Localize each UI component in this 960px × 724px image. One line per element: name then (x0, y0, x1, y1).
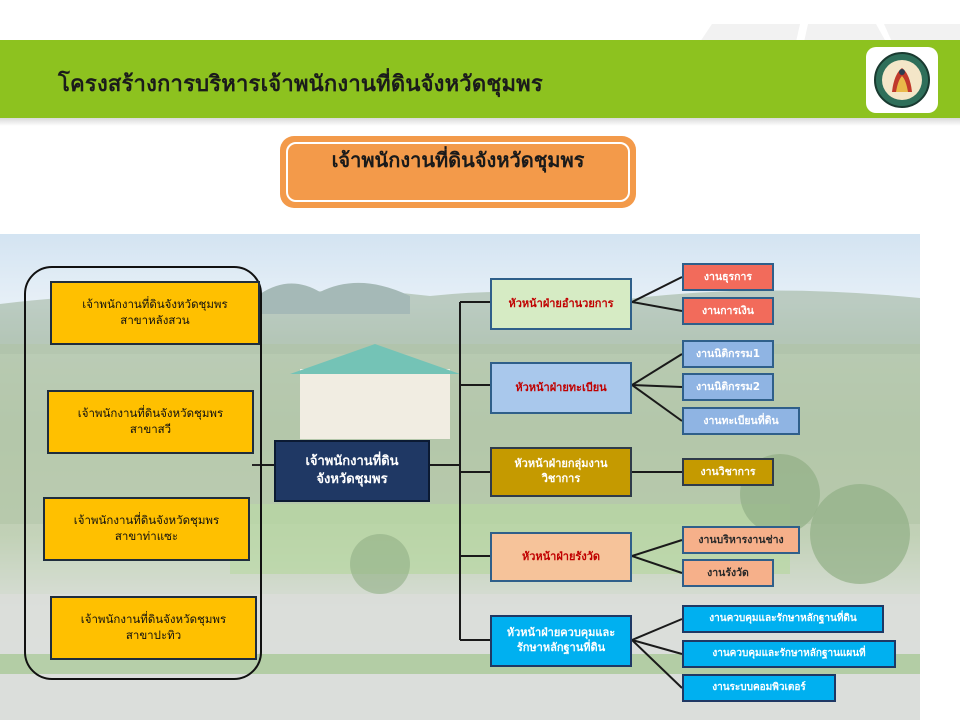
provincial-officer-box: เจ้าพนักงานที่ดิน จังหวัดชุมพร (274, 440, 430, 502)
branch-line1: เจ้าพนักงานที่ดินจังหวัดชุมพร (77, 406, 224, 421)
section-box: งานควบคุมและรักษาหลักฐานแผนที่ (682, 640, 896, 668)
branch-line1: เจ้าพนักงานที่ดินจังหวัดชุมพร (73, 513, 220, 528)
section-box: งานนิติกรรม1 (682, 340, 774, 368)
provincial-officer-line2: จังหวัดชุมพร (316, 472, 388, 487)
head-office-box: เจ้าพนักงานที่ดินจังหวัดชุมพร (280, 136, 636, 208)
section-box: งานทะเบียนที่ดิน (682, 407, 800, 435)
branch-box: เจ้าพนักงานที่ดินจังหวัดชุมพร สาขาท่าแซะ (43, 497, 250, 561)
section-label: งานการเงิน (702, 304, 754, 317)
branch-line2: สาขาหลังสวน (120, 313, 190, 327)
section-box: งานนิติกรรม2 (682, 373, 774, 401)
provincial-officer-line1: เจ้าพนักงานที่ดิน (305, 454, 399, 470)
section-label: งานระบบคอมพิวเตอร์ (712, 682, 806, 694)
section-label: งานวิชาการ (700, 465, 756, 478)
section-box: งานรังวัด (682, 559, 774, 587)
section-label: งานทะเบียนที่ดิน (703, 414, 779, 427)
chief-evidence-box: หัวหน้าฝ่ายควบคุมและ รักษาหลักฐานที่ดิน (490, 615, 632, 667)
header-decoration (700, 24, 960, 42)
logo (866, 47, 938, 113)
provincial-seal-icon (874, 52, 930, 108)
chief-label-line1: หัวหน้าฝ่ายควบคุมและ (506, 626, 616, 640)
branch-line2: สาขาท่าแซะ (114, 529, 179, 543)
section-label: งานควบคุมและรักษาหลักฐานที่ดิน (709, 613, 857, 625)
chief-registration-box: หัวหน้าฝ่ายทะเบียน (490, 362, 632, 414)
branch-box: เจ้าพนักงานที่ดินจังหวัดชุมพร สาขาหลังสว… (50, 281, 260, 345)
header-shadow (0, 118, 960, 126)
section-label: งานธุรการ (703, 270, 753, 283)
section-label: งานรังวัด (707, 566, 749, 579)
header-bar (0, 40, 960, 118)
section-label: งานบริหารงานช่าง (698, 533, 784, 546)
section-box: งานระบบคอมพิวเตอร์ (682, 674, 836, 702)
chief-label: หัวหน้าฝ่ายอำนวยการ (508, 296, 614, 310)
branch-box: เจ้าพนักงานที่ดินจังหวัดชุมพร สาขาสวี (47, 390, 254, 454)
section-box: งานควบคุมและรักษาหลักฐานที่ดิน (682, 605, 884, 633)
chief-label-line2: วิชาการ (541, 472, 581, 485)
section-box: งานบริหารงานช่าง (682, 526, 800, 554)
section-box: งานวิชาการ (682, 458, 774, 486)
chief-technical-box: หัวหน้าฝ่ายกลุ่มงาน วิชาการ (490, 447, 632, 497)
branch-line1: เจ้าพนักงานที่ดินจังหวัดชุมพร (80, 612, 227, 627)
section-label: งานควบคุมและรักษาหลักฐานแผนที่ (712, 648, 866, 660)
section-box: งานการเงิน (682, 297, 774, 325)
branch-line1: เจ้าพนักงานที่ดินจังหวัดชุมพร (82, 297, 228, 312)
chief-label: หัวหน้าฝ่ายทะเบียน (515, 380, 607, 394)
chief-label-line1: หัวหน้าฝ่ายกลุ่มงาน (514, 457, 608, 471)
head-office-box-border (286, 142, 630, 202)
chief-admin-box: หัวหน้าฝ่ายอำนวยการ (490, 278, 632, 330)
section-label: งานนิติกรรม1 (695, 347, 761, 360)
branch-box: เจ้าพนักงานที่ดินจังหวัดชุมพร สาขาปะทิว (50, 596, 257, 660)
branch-line2: สาขาปะทิว (125, 628, 182, 642)
section-box: งานธุรการ (682, 263, 774, 291)
section-label: งานนิติกรรม2 (695, 380, 761, 393)
chief-survey-box: หัวหน้าฝ่ายรังวัด (490, 532, 632, 582)
chief-label: หัวหน้าฝ่ายรังวัด (521, 549, 601, 563)
page-title: โครงสร้างการบริหารเจ้าพนักงานที่ดินจังหว… (58, 72, 543, 97)
chief-label-line2: รักษาหลักฐานที่ดิน (516, 641, 606, 654)
branch-line2: สาขาสวี (129, 422, 172, 436)
head-office-label: เจ้าพนักงานที่ดินจังหวัดชุมพร (331, 148, 585, 172)
